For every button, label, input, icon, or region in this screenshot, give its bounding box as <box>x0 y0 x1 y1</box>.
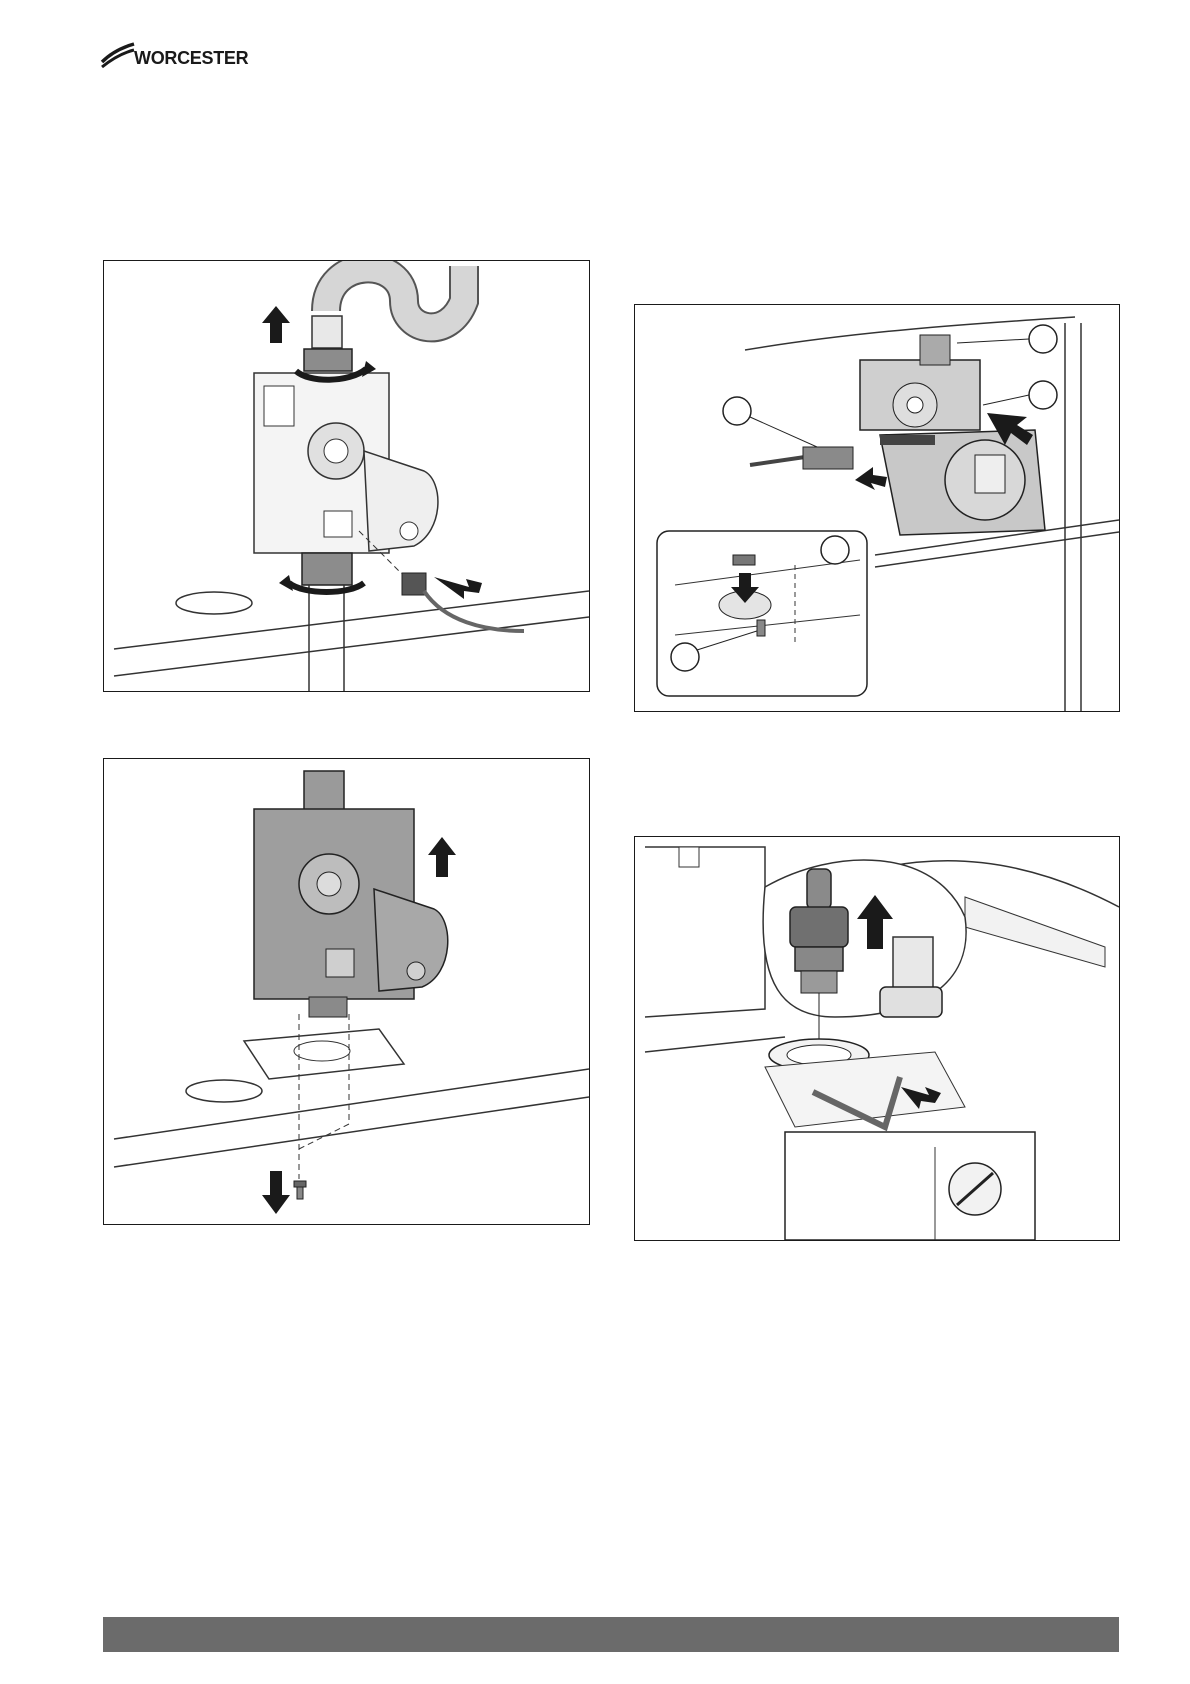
inset-detail <box>657 531 867 696</box>
callout-circle-icon <box>1029 381 1057 409</box>
arrow-right-icon <box>434 577 482 599</box>
arrow-icon <box>855 467 887 490</box>
arrow-down-icon <box>262 1171 290 1214</box>
arrow-up-icon <box>428 837 456 877</box>
callout-circle-icon <box>671 643 699 671</box>
arrow-up-icon <box>262 306 290 343</box>
worcester-swoosh-icon <box>100 40 136 70</box>
footer-bar <box>103 1617 1119 1652</box>
figure-gas-valve-disconnect <box>103 260 590 692</box>
callout-circle-icon <box>723 397 751 425</box>
connector-icon <box>402 573 426 595</box>
screw-icon <box>294 1181 306 1199</box>
figure-air-vent-removal <box>634 836 1120 1241</box>
callout-circle-icon <box>821 536 849 564</box>
callout-circle-icon <box>1029 325 1057 353</box>
brand-logo: WORCESTER <box>100 40 260 74</box>
brand-name: WORCESTER <box>134 48 248 69</box>
figure-pump-head-removal <box>634 304 1120 712</box>
figure-gas-valve-removal <box>103 758 590 1225</box>
